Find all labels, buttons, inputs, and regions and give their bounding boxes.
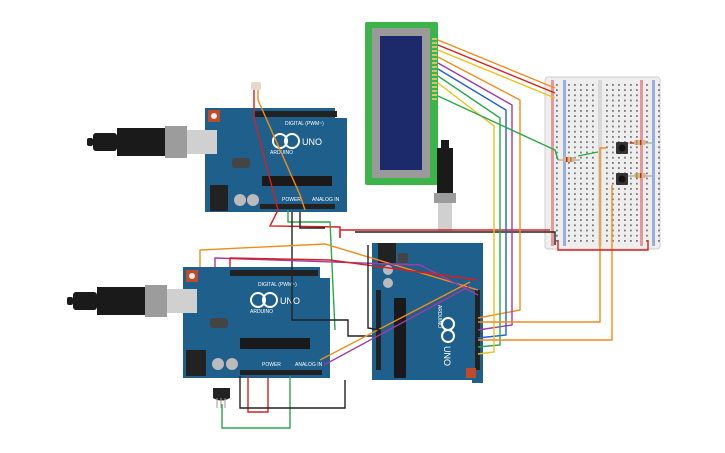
model-label: UNO — [442, 346, 452, 366]
power-label: POWER — [262, 362, 281, 368]
arduino-uno-right[interactable]: UNO ARDUINO — [372, 243, 483, 383]
wire-orange-2 — [199, 243, 479, 291]
wire-red-2 — [229, 257, 479, 281]
arduino-uno-bottom[interactable]: DIGITAL (PWM~) UNO ARDUINO POWER ANALOG … — [183, 267, 330, 378]
usb-cable-bottom[interactable] — [67, 285, 197, 317]
wire-lcd-8 — [437, 82, 495, 355]
wire-black-gnd — [355, 231, 556, 245]
wire-lcd-9 — [437, 95, 559, 161]
wire-lcd-2 — [437, 44, 556, 94]
temperature-sensor[interactable] — [213, 388, 230, 408]
wire-orange-bb-1 — [478, 147, 606, 323]
wire-lcd-1 — [437, 39, 556, 89]
breadboard[interactable] — [544, 76, 661, 250]
wire-red-power — [339, 229, 550, 238]
wire-lcd-6 — [437, 68, 507, 339]
power-label: POWER — [282, 197, 301, 203]
push-button-1[interactable] — [616, 142, 628, 154]
wire-red — [253, 90, 341, 238]
brand-label: ARDUINO — [436, 305, 442, 328]
resistor-2[interactable] — [628, 173, 652, 178]
photoresistor[interactable] — [251, 82, 261, 90]
wire-orange-3 — [319, 281, 471, 361]
wire-lcd-7 — [437, 75, 501, 348]
usb-cable-lcd[interactable] — [434, 140, 456, 231]
wire-orange-bb-2 — [478, 185, 613, 341]
brand-label: ARDUINO — [250, 309, 273, 315]
wire-red-bb — [557, 240, 649, 251]
wire-lcd-3 — [437, 49, 556, 99]
digital-label: DIGITAL (PWM~) — [285, 121, 324, 127]
breadboard-holes — [556, 84, 660, 242]
resistor-3[interactable] — [558, 157, 580, 162]
wire-black-2 — [299, 212, 325, 229]
model-label: UNO — [280, 296, 300, 306]
push-button-2[interactable] — [616, 173, 628, 185]
wire-purple-2 — [323, 285, 471, 366]
wire-orange — [257, 90, 306, 211]
analog-label: ANALOG IN — [295, 362, 323, 368]
wire-purple — [214, 257, 479, 296]
lcd-pins — [432, 38, 437, 100]
wire-black-bottom — [239, 376, 346, 409]
wire-black-1 — [291, 212, 372, 337]
wire-green-bottom — [221, 376, 291, 429]
analog-label: ANALOG IN — [312, 197, 340, 203]
wire-lcd-4 — [437, 56, 521, 319]
wire-green-bb — [577, 151, 599, 157]
wire-green — [287, 210, 336, 331]
usb-cable-top[interactable] — [87, 126, 217, 158]
lcd-display[interactable] — [365, 22, 438, 185]
wire-black-right — [367, 245, 381, 331]
model-label: UNO — [302, 137, 322, 147]
wire-red-bottom — [247, 376, 269, 413]
wire-lcd-5 — [437, 62, 513, 331]
arduino-uno-top[interactable]: DIGITAL (PWM~) UNO ARDUINO POWER ANALOG … — [205, 108, 347, 212]
digital-label: DIGITAL (PWM~) — [258, 282, 297, 288]
wires[interactable] — [199, 39, 649, 429]
